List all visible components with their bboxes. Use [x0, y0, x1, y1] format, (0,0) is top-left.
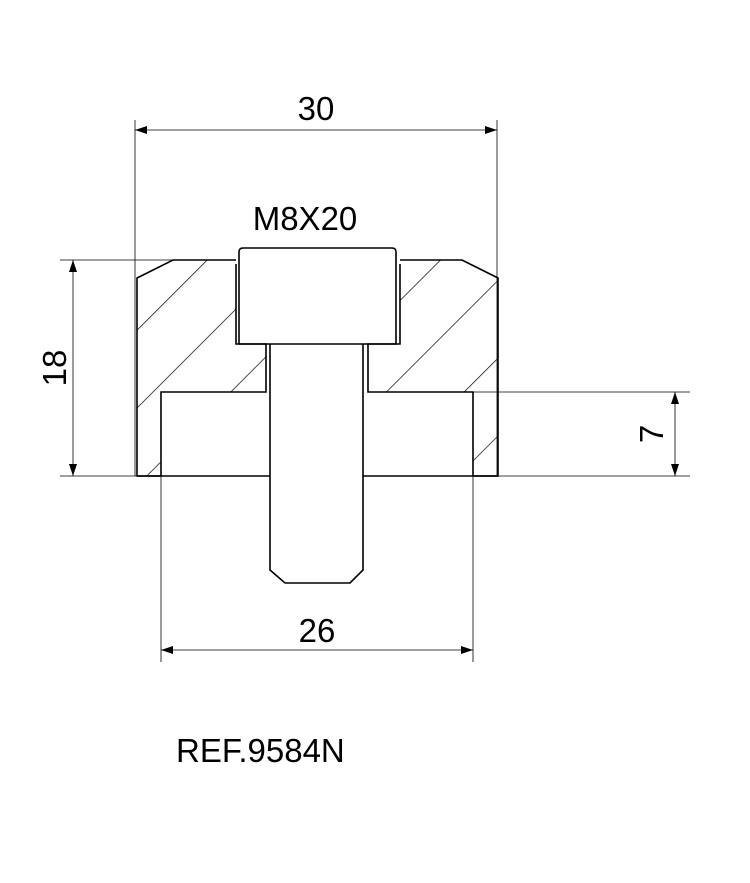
- screw-label: M8X20: [253, 200, 358, 237]
- width-dimension-label: 30: [298, 90, 335, 127]
- screw: [238, 247, 397, 584]
- reference-label: REF.9584N: [176, 732, 345, 769]
- height-dimension-label: 18: [36, 350, 73, 387]
- counterbore: [236, 260, 400, 344]
- recess-width-dimension-label: 26: [299, 612, 336, 649]
- recess: [161, 392, 473, 476]
- extension-lines: [60, 120, 690, 662]
- clearance-hole: [266, 344, 368, 392]
- screw-shank: [269, 344, 364, 584]
- screw-head: [238, 247, 397, 345]
- sleeve-body: [136, 259, 499, 477]
- depth-dimension-label: 7: [633, 425, 670, 443]
